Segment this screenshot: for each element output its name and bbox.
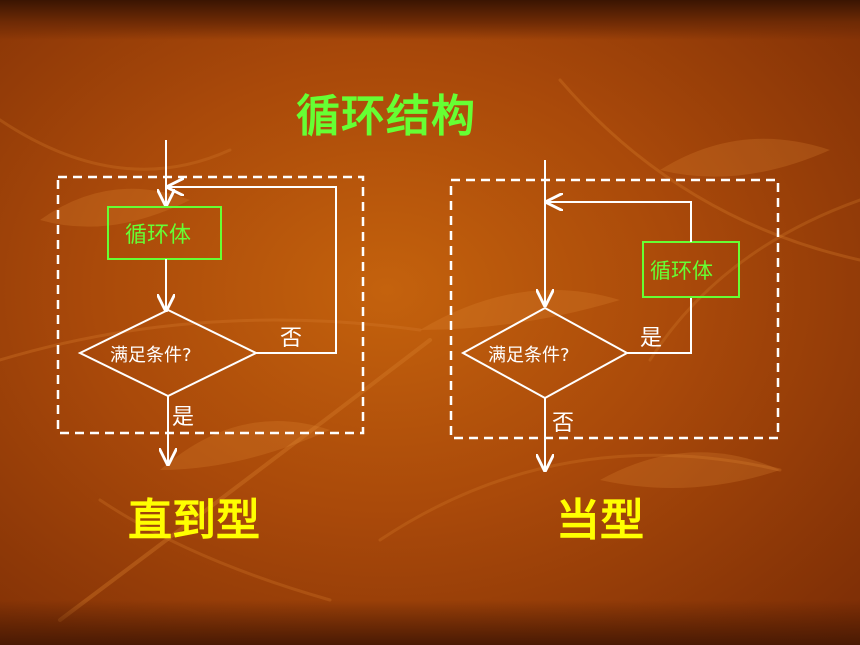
- right-condition-label: 满足条件?: [488, 345, 570, 366]
- right-loop-body-label: 循环体: [650, 259, 713, 283]
- left-loop-body-box: [107, 206, 222, 260]
- right-no-label: 否: [552, 411, 575, 436]
- left-loop-body-label: 循环体: [125, 223, 192, 248]
- left-diagram: [56, 140, 365, 464]
- right-diagram: [449, 160, 780, 470]
- right-dashed-frame: [449, 178, 780, 440]
- left-loopback-arrow: [168, 187, 337, 354]
- right-yes-branch-line: [627, 297, 692, 354]
- slide-bottom-band: [0, 600, 860, 645]
- slide-title: 循环结构: [296, 91, 476, 142]
- left-dashed-frame: [56, 175, 365, 435]
- left-caption: 直到型: [128, 495, 260, 546]
- slide-top-band: [0, 0, 860, 40]
- left-yes-label: 是: [172, 405, 195, 430]
- right-yes-label: 是: [640, 326, 663, 351]
- right-loopback-arrow: [547, 202, 692, 242]
- right-caption: 当型: [556, 495, 644, 546]
- left-no-label: 否: [280, 326, 303, 351]
- left-condition-label: 满足条件?: [110, 345, 192, 366]
